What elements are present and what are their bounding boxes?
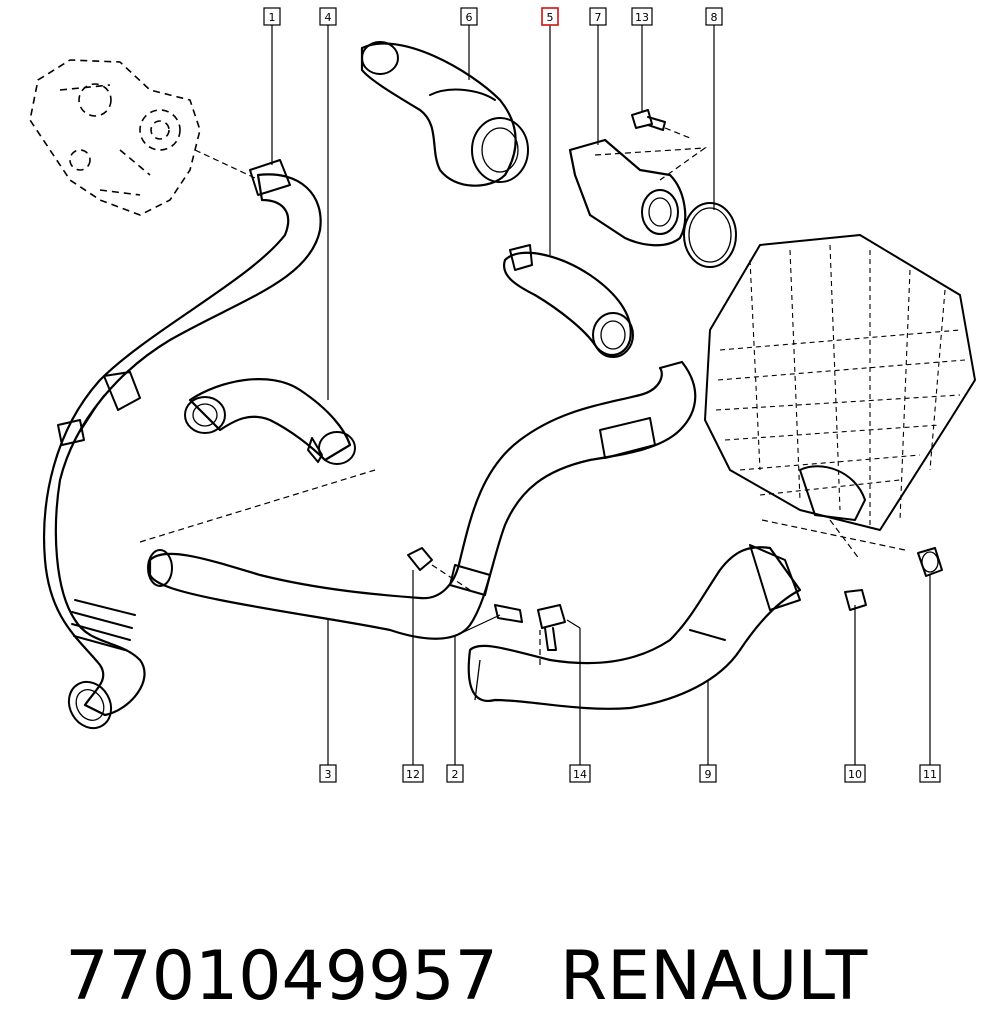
svg-text:2: 2 bbox=[452, 768, 459, 781]
callout-10: 10 bbox=[844, 764, 866, 783]
svg-text:5: 5 bbox=[547, 11, 554, 24]
svg-text:10: 10 bbox=[848, 768, 862, 781]
part-4-elbow-hose bbox=[139, 378, 376, 543]
brand-name: RENAULT bbox=[559, 937, 868, 1016]
part-caption: 7701049957 RENAULT bbox=[22, 858, 867, 1016]
svg-text:12: 12 bbox=[406, 768, 420, 781]
parts-diagram: 1 4 6 5 7 13 8 3 12 2 14 9 bbox=[29, 7, 976, 783]
part-14-screw bbox=[537, 604, 581, 651]
callout-4: 4 bbox=[319, 7, 337, 26]
part-5-pipe bbox=[502, 244, 634, 358]
part-6-duct bbox=[360, 41, 529, 187]
part-11-bush bbox=[917, 547, 943, 577]
callout-14: 14 bbox=[569, 764, 591, 783]
part-number: 7701049957 bbox=[65, 937, 498, 1016]
svg-text:13: 13 bbox=[635, 11, 649, 24]
svg-text:1: 1 bbox=[269, 11, 276, 24]
callout-12: 12 bbox=[402, 764, 424, 783]
callout-1: 1 bbox=[263, 7, 281, 26]
callout-8: 8 bbox=[705, 7, 723, 26]
part-8-o-ring bbox=[683, 202, 737, 268]
svg-text:8: 8 bbox=[711, 11, 718, 24]
callout-11: 11 bbox=[919, 764, 941, 783]
part-13-bolt bbox=[631, 109, 691, 139]
part-12-grommet bbox=[407, 547, 471, 591]
svg-text:6: 6 bbox=[466, 11, 473, 24]
svg-text:3: 3 bbox=[325, 768, 332, 781]
callout-13: 13 bbox=[631, 7, 653, 26]
callout-3: 3 bbox=[319, 764, 337, 783]
svg-text:7: 7 bbox=[595, 11, 602, 24]
engine-block bbox=[29, 59, 256, 216]
callout-9: 9 bbox=[699, 764, 717, 783]
part-9-inlet-pipe bbox=[467, 544, 802, 710]
leader-lines bbox=[271, 25, 931, 765]
svg-text:11: 11 bbox=[923, 768, 937, 781]
svg-text:14: 14 bbox=[573, 768, 587, 781]
svg-text:9: 9 bbox=[705, 768, 712, 781]
callout-5-highlighted: 5 bbox=[541, 7, 559, 26]
part-10-clip bbox=[844, 589, 867, 611]
part-1-hose bbox=[42, 159, 322, 730]
part-2-connector bbox=[454, 604, 523, 637]
callout-6: 6 bbox=[460, 7, 478, 26]
callout-2: 2 bbox=[446, 764, 464, 783]
svg-text:4: 4 bbox=[325, 11, 332, 24]
callout-7: 7 bbox=[589, 7, 607, 26]
part-7-sensor bbox=[568, 138, 708, 247]
air-filter-box bbox=[704, 234, 976, 561]
